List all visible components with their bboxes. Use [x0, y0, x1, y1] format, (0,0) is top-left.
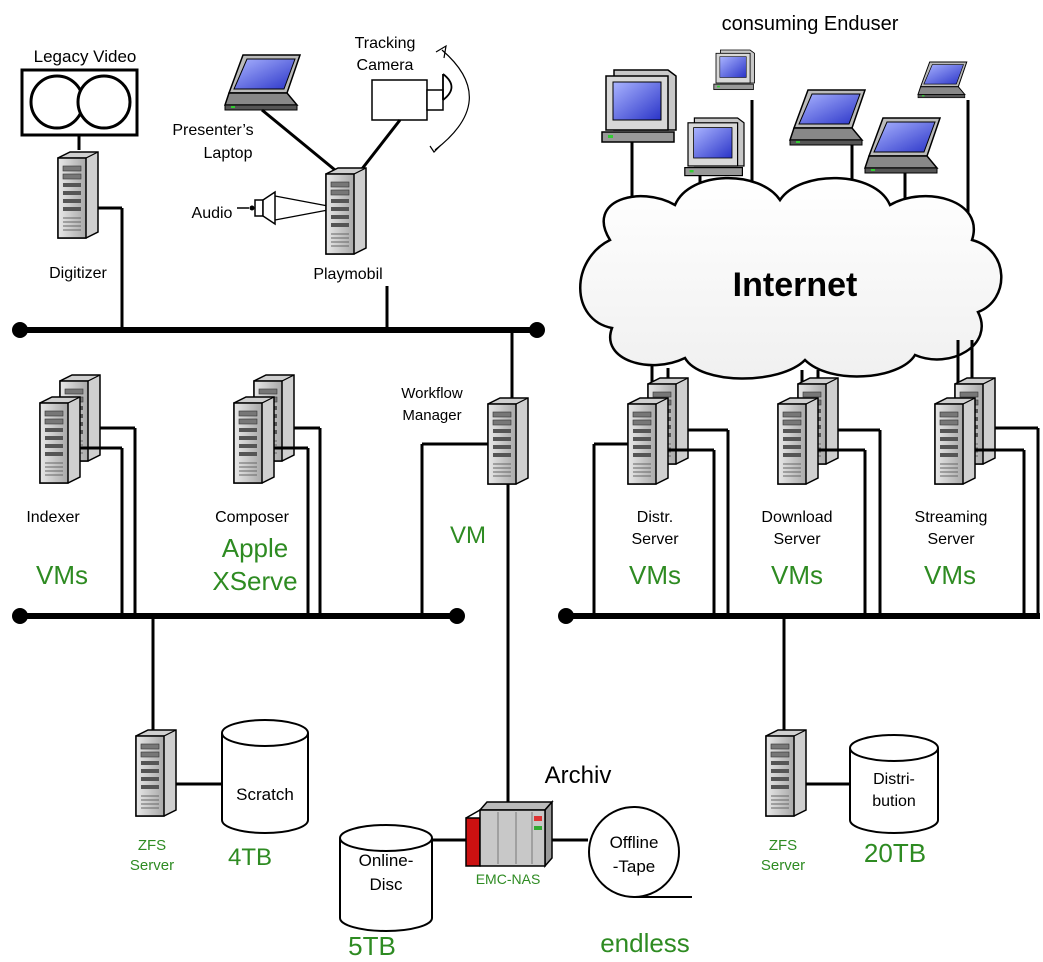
distribution-label-2: bution	[872, 793, 916, 810]
vms-distr-label: VMs	[629, 560, 681, 590]
enduser-laptop-3-icon	[917, 61, 968, 99]
tracking-camera-label-1: Tracking	[355, 35, 416, 52]
enduser-laptop-1-icon	[789, 89, 866, 146]
offline-tape-label-2: -Tape	[613, 857, 656, 876]
online-disc-label-1: Online-	[359, 851, 414, 870]
scratch-label: Scratch	[236, 785, 294, 804]
workflow-manager-server-icon	[487, 397, 529, 485]
consuming-enduser-label: consuming Enduser	[722, 13, 899, 35]
internet-label: Internet	[733, 266, 858, 304]
distribution-label-1: Distri-	[873, 771, 915, 788]
indexer-server-icon	[39, 396, 81, 484]
emc-nas-label: EMC-NAS	[476, 871, 541, 887]
tracking-camera-label-2: Camera	[357, 57, 414, 74]
offline-tape-label-1: Offline	[610, 833, 659, 852]
presenter-laptop-label-2: Laptop	[204, 145, 253, 162]
distr-server-label-1: Distr.	[637, 509, 673, 526]
digitizer-server-icon	[57, 151, 99, 239]
enduser-desktop-3-icon	[713, 49, 755, 91]
digitizer-label: Digitizer	[49, 265, 107, 282]
legacy-video-icon	[20, 68, 139, 137]
vm-workflow-label: VM	[450, 522, 486, 549]
online-disc-icon	[339, 824, 433, 932]
streaming-server-label-2: Server	[927, 531, 975, 548]
streaming-server-label-1: Streaming	[915, 509, 988, 526]
streaming-server-icon	[934, 397, 976, 485]
playmobil-server-icon	[325, 167, 367, 255]
scratch-disk-icon	[221, 719, 309, 834]
vms-indexer-label: VMs	[36, 560, 88, 590]
offline-tape-size-label: endless	[600, 928, 690, 958]
workflow-manager-label-2: Manager	[402, 407, 461, 424]
composer-label: Composer	[215, 509, 289, 526]
download-server-icon	[777, 397, 819, 485]
distr-server-label-2: Server	[631, 531, 679, 548]
enduser-laptop-2-icon	[864, 117, 941, 174]
offline-tape-icon	[588, 806, 692, 898]
audio-label: Audio	[192, 205, 233, 222]
zfs-server-right-label-2: Server	[761, 857, 805, 874]
indexer-label: Indexer	[26, 509, 80, 526]
emc-nas-icon	[465, 800, 554, 868]
speaker-icon	[237, 190, 329, 226]
presenter-laptop-label-1: Presenter’s	[172, 122, 253, 139]
online-disc-size-label: 5TB	[348, 931, 396, 961]
distr-server-icon	[627, 397, 669, 485]
internet-cloud-icon	[579, 176, 1003, 380]
online-disc-label-2: Disc	[369, 875, 403, 894]
download-server-label-2: Server	[773, 531, 821, 548]
vms-download-label: VMs	[771, 560, 823, 590]
distribution-size-label: 20TB	[864, 838, 926, 868]
workflow-manager-label-1: Workflow	[401, 385, 463, 402]
presenter-laptop-icon	[224, 54, 301, 111]
zfs-server-right-icon	[765, 729, 807, 817]
distribution-disk-icon	[849, 734, 939, 834]
vms-streaming-label: VMs	[924, 560, 976, 590]
download-server-label-1: Download	[761, 509, 832, 526]
scratch-size-label: 4TB	[228, 844, 272, 871]
composer-server-icon	[233, 396, 275, 484]
playmobil-label: Playmobil	[313, 266, 382, 283]
zfs-server-left-label-1: ZFS	[138, 837, 166, 854]
apple-label-1: Apple	[222, 533, 289, 563]
legacy-video-label: Legacy Video	[34, 47, 137, 66]
zfs-server-left-icon	[135, 729, 177, 817]
archiv-label: Archiv	[545, 762, 612, 789]
zfs-server-right-label-1: ZFS	[769, 837, 797, 854]
enduser-desktop-2-icon	[684, 117, 745, 177]
zfs-server-left-label-2: Server	[130, 857, 174, 874]
apple-label-2: XServe	[212, 566, 297, 596]
enduser-desktop-1-icon	[601, 69, 677, 143]
